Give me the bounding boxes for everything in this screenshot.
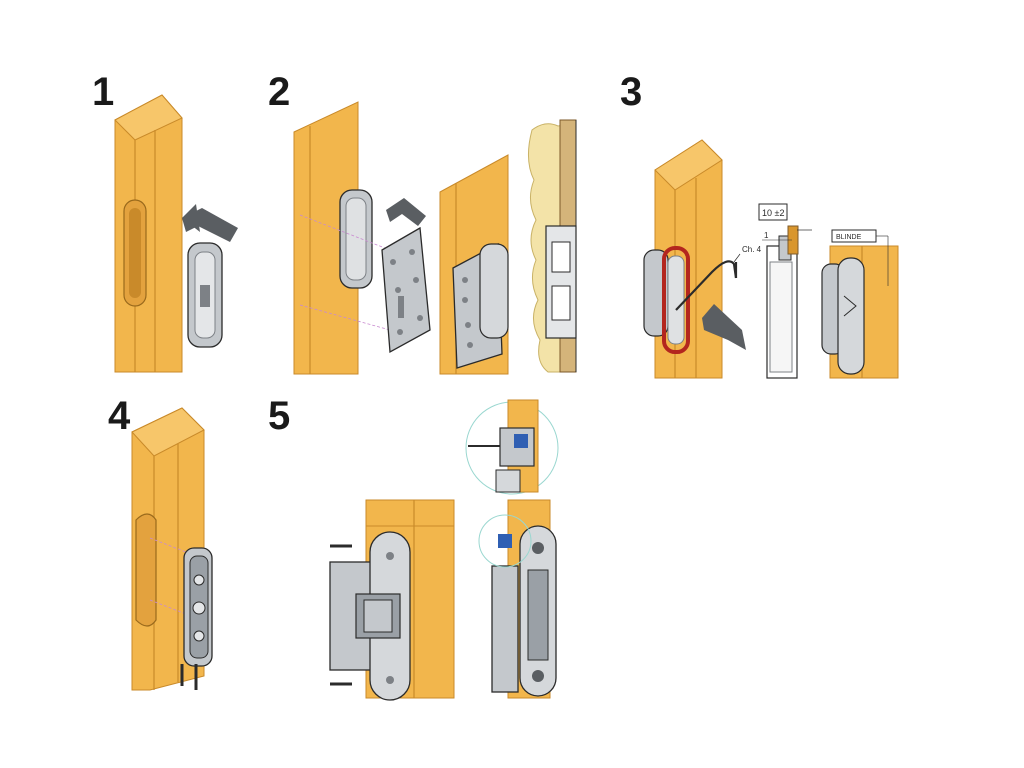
step-1-illustration	[114, 94, 238, 373]
side-section-view: 10 ±2 1	[758, 203, 812, 379]
frame-with-sealed-hinge	[643, 139, 723, 379]
side-hinge-view	[478, 499, 557, 699]
door-frame-slotted	[114, 94, 183, 373]
step-4-illustration	[131, 407, 213, 691]
mounting-plate	[381, 226, 431, 354]
spec-label: BLINDE	[836, 234, 862, 241]
hex-key-icon	[675, 260, 738, 311]
tolerance-label: 10 ±2	[762, 208, 784, 218]
step-4-number: 4	[108, 394, 131, 438]
step-2-illustration	[293, 101, 577, 375]
step-3-number: 3	[620, 70, 643, 114]
step-5-number: 5	[268, 394, 291, 438]
hinge-housing-part	[187, 242, 223, 348]
detail-callout-view	[465, 399, 559, 495]
dimension-one-label: 1	[764, 231, 769, 240]
remove-arrow	[702, 304, 746, 350]
insert-arrow-step2	[386, 198, 426, 226]
insert-arrow	[182, 204, 238, 242]
step-3-illustration: Ch. 4 10 ±2 1	[643, 139, 899, 379]
step-5-illustration	[329, 399, 559, 701]
door-leaf-with-recess	[293, 101, 391, 375]
wall-section-view	[528, 119, 577, 373]
step-2-number: 2	[268, 70, 291, 114]
frame-with-plate	[439, 154, 509, 375]
wrench-size-label: Ch. 4	[742, 245, 762, 254]
front-view-hinge: BLINDE	[821, 229, 899, 379]
hinge-assembly-step4	[180, 547, 213, 690]
step-1-number: 1	[92, 70, 115, 114]
front-hinge-view	[329, 499, 455, 701]
